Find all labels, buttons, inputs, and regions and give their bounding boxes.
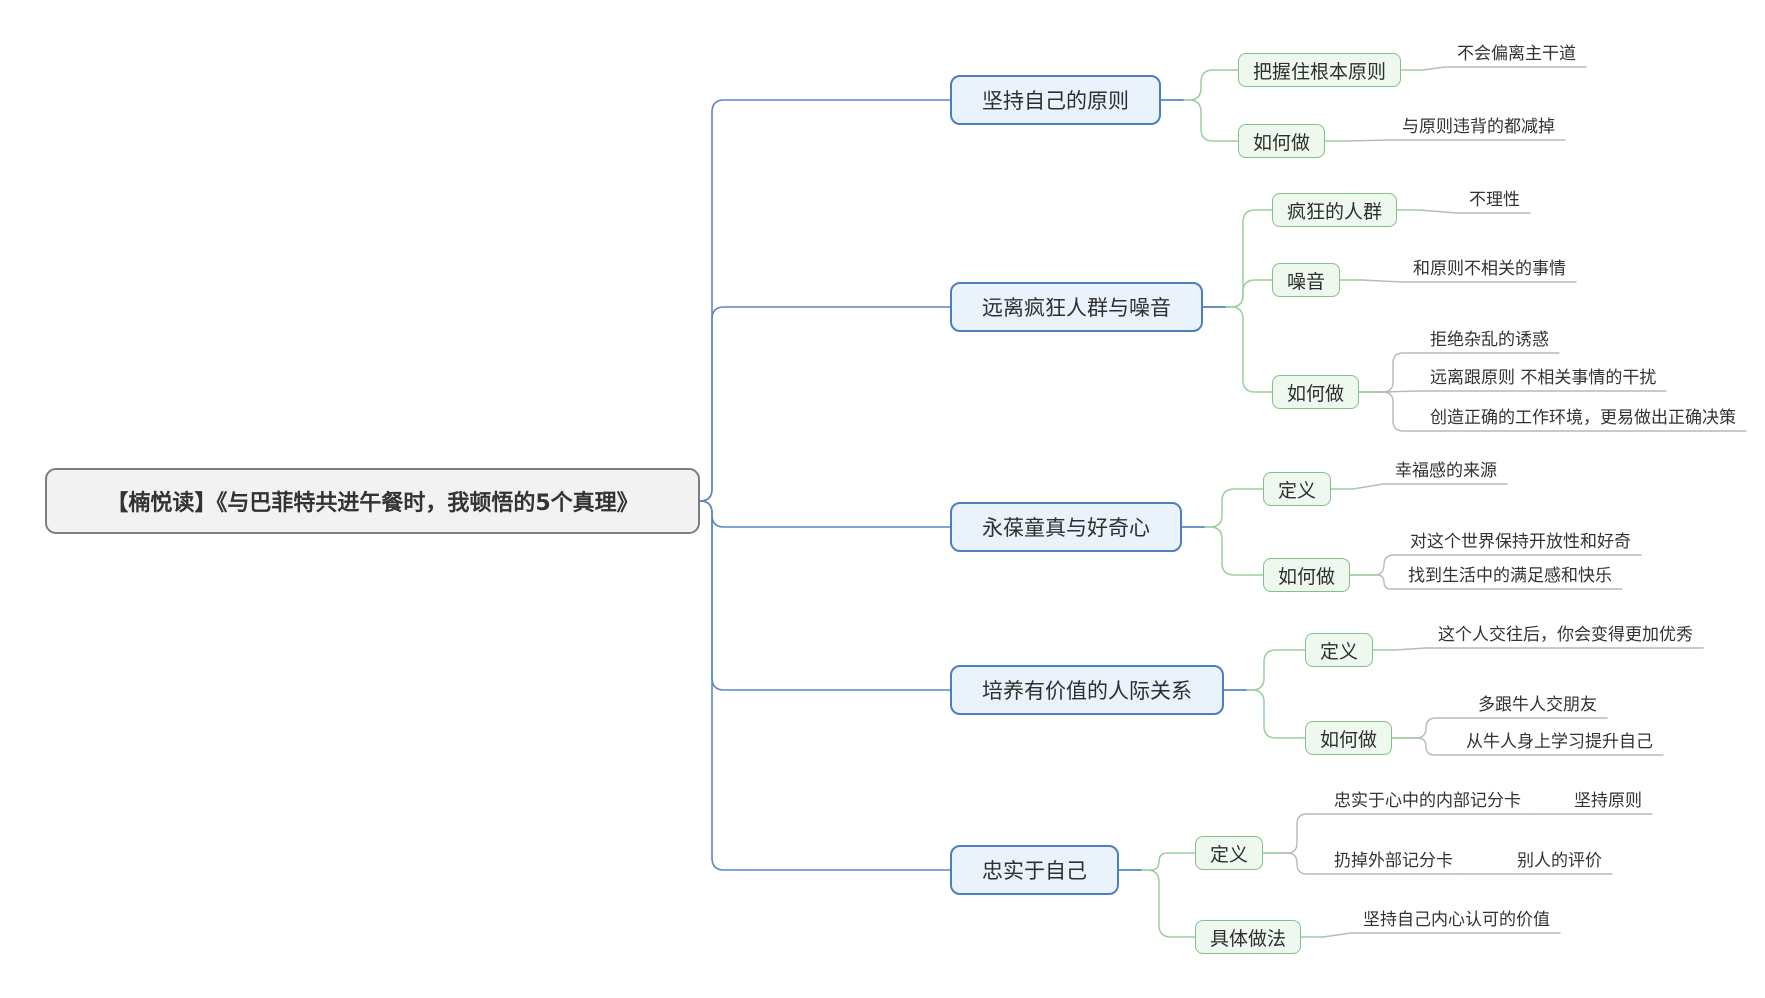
leaf-note[interactable]: 坚持自己内心认可的价值	[1363, 910, 1550, 930]
subtopic-box[interactable]: 定义	[1195, 836, 1264, 870]
leaf-note[interactable]: 拒绝杂乱的诱惑	[1430, 330, 1549, 350]
subtopic-box[interactable]: 定义	[1263, 472, 1332, 506]
leaf-note[interactable]: 对这个世界保持开放性和好奇	[1410, 532, 1631, 552]
leaf-note[interactable]: 不理性	[1469, 190, 1520, 210]
subtopic-box[interactable]: 具体做法	[1195, 920, 1302, 954]
branch-topic-2[interactable]: 远离疯狂人群与噪音	[950, 282, 1203, 332]
branch-topic-3[interactable]: 永葆童真与好奇心	[950, 502, 1182, 552]
leaf-note[interactable]: 和原则不相关的事情	[1413, 259, 1566, 279]
leaf-note[interactable]: 远离跟原则 不相关事情的干扰	[1430, 368, 1657, 388]
branch-topic-5[interactable]: 忠实于自己	[950, 845, 1119, 895]
subtopic-box[interactable]: 如何做	[1305, 721, 1393, 755]
branch-topic-4[interactable]: 培养有价值的人际关系	[950, 665, 1224, 715]
leaf-note[interactable]: 这个人交往后，你会变得更加优秀	[1438, 625, 1693, 645]
leaf-note[interactable]: 多跟牛人交朋友	[1478, 695, 1597, 715]
subtopic-box[interactable]: 定义	[1305, 633, 1374, 667]
central-topic[interactable]: 【楠悦读】《与巴菲特共进午餐时，我顿悟的5个真理》	[45, 468, 700, 534]
subtopic-box[interactable]: 如何做	[1263, 558, 1351, 592]
leaf-note[interactable]: 忠实于心中的内部记分卡	[1334, 791, 1521, 811]
subtopic-box[interactable]: 噪音	[1272, 263, 1341, 297]
leaf-note[interactable]: 幸福感的来源	[1395, 461, 1497, 481]
leaf-note[interactable]: 不会偏离主干道	[1457, 44, 1576, 64]
subtopic-box[interactable]: 把握住根本原则	[1238, 53, 1402, 87]
branch-topic-1[interactable]: 坚持自己的原则	[950, 75, 1161, 125]
subtopic-box[interactable]: 疯狂的人群	[1272, 193, 1398, 227]
leaf-note[interactable]: 扔掉外部记分卡	[1334, 851, 1453, 871]
leaf-note[interactable]: 创造正确的工作环境，更易做出正确决策	[1430, 408, 1736, 428]
leaf-note[interactable]: 坚持原则	[1574, 791, 1642, 811]
subtopic-box[interactable]: 如何做	[1238, 124, 1326, 158]
leaf-note[interactable]: 与原则违背的都减掉	[1402, 117, 1555, 137]
subtopic-box[interactable]: 如何做	[1272, 375, 1360, 409]
leaf-note[interactable]: 别人的评价	[1517, 851, 1602, 871]
leaf-note[interactable]: 找到生活中的满足感和快乐	[1408, 566, 1612, 586]
leaf-note[interactable]: 从牛人身上学习提升自己	[1466, 732, 1653, 752]
